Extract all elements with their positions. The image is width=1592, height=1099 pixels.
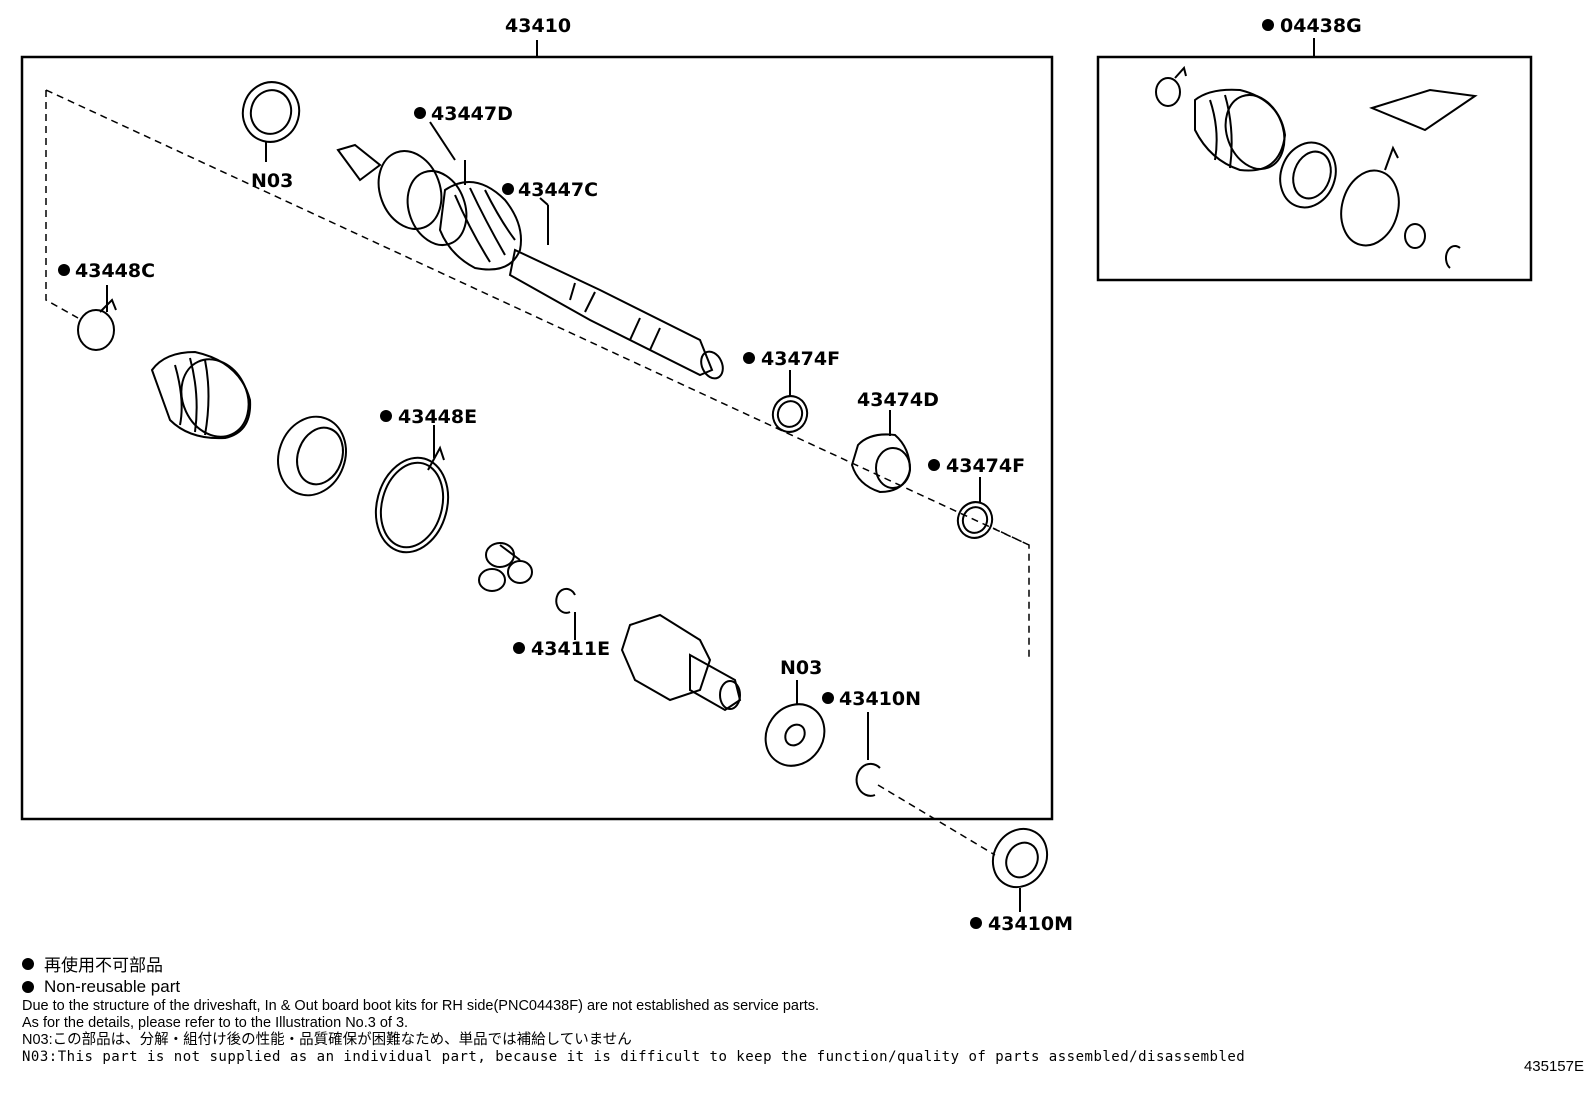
kit-frame bbox=[1096, 55, 1533, 282]
kit-clamp-small bbox=[1155, 65, 1187, 107]
label-n03-top: N03 bbox=[251, 170, 293, 192]
label-43474f-2: 43474F bbox=[946, 455, 1025, 477]
label-43447c: 43447C bbox=[518, 179, 598, 201]
label-43411e: 43411E bbox=[531, 638, 610, 660]
label-43410m: 43410M bbox=[988, 913, 1073, 935]
legend-bullet-icon bbox=[22, 980, 34, 993]
label-43448c: 43448C bbox=[75, 260, 155, 282]
inboard-joint bbox=[620, 613, 742, 712]
dashed-group-outline bbox=[45, 89, 1030, 658]
boot bbox=[150, 350, 252, 440]
bullet-43448c bbox=[58, 264, 70, 276]
label-43448e: 43448E bbox=[398, 406, 477, 428]
notes-section: 再使用不可部品 Non-reusable part Due to the str… bbox=[22, 952, 1422, 1066]
damper-clamp-2 bbox=[956, 477, 994, 539]
illustration-id: 435157E bbox=[1523, 1058, 1584, 1075]
note-line-4: N03:This part is not supplied as an indi… bbox=[22, 1049, 1246, 1065]
snap-ring-43411e bbox=[555, 587, 576, 640]
kit-damper bbox=[1279, 141, 1337, 209]
label-n03-bottom: N03 bbox=[780, 657, 822, 679]
bullet-43448e bbox=[380, 410, 392, 422]
bullet-43411e bbox=[513, 642, 525, 654]
label-43447d: 43447D bbox=[431, 103, 513, 125]
kit-grease-pack bbox=[1369, 88, 1478, 132]
hole-snap-ring-43410n bbox=[855, 712, 881, 797]
kit-boot bbox=[1194, 88, 1287, 172]
note-line-2: As for the details, please refer to to t… bbox=[22, 1015, 409, 1031]
n03-ring-top bbox=[241, 81, 301, 162]
damper-ring bbox=[277, 415, 347, 497]
bullet-43410n bbox=[822, 692, 834, 704]
damper-clamp-1 bbox=[771, 370, 809, 433]
tripod bbox=[478, 542, 533, 592]
legend-en: Non-reusable part bbox=[22, 975, 1422, 998]
label-43474f-1: 43474F bbox=[761, 348, 840, 370]
label-04438g: 04438G bbox=[1280, 15, 1362, 37]
dust-seal-43410m bbox=[991, 827, 1049, 912]
kit-snap-ring bbox=[1404, 223, 1461, 269]
clamp-43448c bbox=[77, 285, 117, 351]
bullet-43447c bbox=[502, 183, 514, 195]
bullet-43447d bbox=[414, 107, 426, 119]
exploded-parts-diagram: 43410 04438G 43447D 43447C 43448C 43448E… bbox=[20, 15, 1533, 935]
label-43410n: 43410N bbox=[839, 688, 921, 710]
legend-jp-text: 再使用不可部品 bbox=[44, 956, 163, 975]
legend-en-text: Non-reusable part bbox=[44, 976, 181, 996]
driveshaft-outboard bbox=[336, 143, 724, 380]
kit-clamp-large bbox=[1340, 145, 1400, 247]
bullet-04438g bbox=[1262, 19, 1274, 31]
bullet-43410m bbox=[970, 917, 982, 929]
clamp-43448e bbox=[374, 425, 450, 554]
label-43474d: 43474D bbox=[857, 389, 939, 411]
legend-jp: 再使用不可部品 bbox=[22, 952, 1422, 975]
label-43410: 43410 bbox=[505, 15, 571, 37]
legend-bullet-icon bbox=[22, 957, 34, 970]
note-line-3: N03:この部品は、分解・組付け後の性能・品質確保が困難なため、単品では補給して… bbox=[22, 1032, 632, 1048]
damper-43474d bbox=[850, 410, 912, 494]
n03-washer bbox=[764, 680, 826, 767]
note-line-1: Due to the structure of the driveshaft, … bbox=[22, 998, 820, 1014]
bullet-43474f-1 bbox=[743, 352, 755, 364]
bullet-43474f-2 bbox=[928, 459, 940, 471]
